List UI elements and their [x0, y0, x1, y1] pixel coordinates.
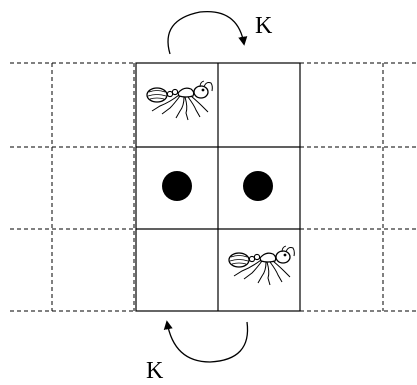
solid-cell-block	[135, 62, 301, 312]
dashed-grid-lines	[10, 62, 417, 312]
top-arrow-label: K	[255, 13, 273, 39]
bottom-arrow-label: K	[146, 358, 164, 384]
ant-icon-bottom	[228, 245, 295, 286]
top-wrap-arrow	[167, 10, 248, 55]
dot-marker-right	[243, 171, 273, 201]
bottom-wrap-arrow	[163, 320, 249, 363]
ant-icon-top	[146, 80, 213, 121]
dot-marker-left	[162, 171, 192, 201]
